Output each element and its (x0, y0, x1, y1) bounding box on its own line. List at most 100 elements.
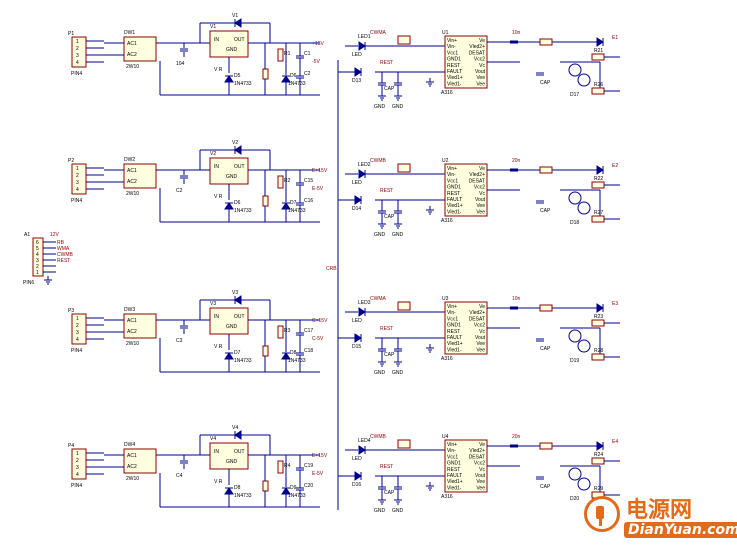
led-diode-ref: D13 (352, 78, 361, 84)
connector-pin: 3 (76, 465, 79, 471)
output-diode (596, 37, 604, 47)
connector-body (71, 36, 87, 68)
connector-pin: 4 (76, 337, 79, 343)
driver-pin-left: Vcc1 (447, 178, 458, 184)
connector-body (71, 163, 87, 195)
connector-ref: P4 (68, 443, 74, 449)
driver-chip (444, 301, 488, 355)
reg-pin: GND (226, 174, 238, 180)
bridge-body (123, 448, 157, 474)
cap-label: CAP (540, 346, 551, 352)
driver-pin-left: GND1 (447, 323, 461, 329)
output-cap-value: 20n (512, 158, 521, 164)
resistor (591, 87, 605, 95)
driver-chip (444, 439, 488, 493)
led-label: LED (352, 318, 362, 324)
regulator-ref: V1 (210, 24, 216, 30)
output-diode (596, 303, 604, 313)
output-negative-net: -5V (312, 59, 320, 65)
regulator-ref: V2 (210, 151, 216, 157)
input-resistor (397, 35, 411, 45)
driver-ref: U2 (442, 158, 449, 164)
output-cap-ref: C15 (304, 178, 313, 184)
driver-pin-left: Vled1- (447, 485, 462, 491)
aux-connector-net: REST (57, 258, 70, 264)
driver-ref: U4 (442, 434, 449, 440)
output-resistor (539, 166, 553, 174)
watermark: 电源网 DianYuan.com (584, 492, 737, 542)
reg-pin: IN (214, 314, 219, 320)
led-diode-ref: D15 (352, 344, 361, 350)
driver-pin-left: Vcc1 (447, 316, 458, 322)
connector-body (71, 313, 87, 345)
resistor (277, 325, 284, 339)
output-diode (596, 165, 604, 175)
transistor (577, 339, 591, 353)
resistor (262, 345, 269, 357)
aux-connector-pin: 4 (36, 252, 39, 258)
cap-label: CAP (540, 208, 551, 214)
bridge-ref: DW4 (124, 442, 135, 448)
input-cap-label: C4 (176, 473, 183, 479)
driver-pin-left: FAULT (447, 69, 462, 75)
connector-body (71, 448, 87, 480)
zener-diode (224, 75, 234, 83)
driver-pin-right: Vled2+ (469, 172, 485, 178)
connector-pin: 2 (76, 46, 79, 52)
regulator-body (209, 30, 249, 58)
driver-ref: U3 (442, 296, 449, 302)
connector-part: PIN4 (71, 348, 82, 354)
zener2-part: 1N4733 (288, 208, 306, 214)
driver-pin-right: Vee (476, 347, 485, 353)
transistor (568, 467, 582, 481)
driver-pin-left: Vled1- (447, 81, 462, 87)
bridge-pin: AC1 (127, 168, 137, 174)
led-ref: LED3 (358, 300, 371, 306)
driver-pin-left: Vin- (447, 44, 456, 50)
driver-pin-left: REST (447, 63, 460, 69)
driver-pin-left: GND1 (447, 57, 461, 63)
led-label: LED (352, 456, 362, 462)
bridge-ref: DW3 (124, 307, 135, 313)
output-cap-value: 20n (512, 434, 521, 440)
driver-pin-left: Vled1+ (447, 479, 463, 485)
zener2-ref: D8 (290, 350, 297, 356)
top-diode-ref: V4 (232, 425, 238, 431)
transistor (577, 201, 591, 215)
cap-label: CAP (540, 484, 551, 490)
output-cap-ref: C18 (304, 348, 313, 354)
connector-part: PIN4 (71, 71, 82, 77)
regulator-body (209, 442, 249, 470)
regulator-ref: V4 (210, 436, 216, 442)
input-resistor (397, 163, 411, 173)
bridge-ref: DW2 (124, 157, 135, 163)
driver-pin-right: Vee (476, 75, 485, 81)
bridge-pin: AC1 (127, 318, 137, 324)
output-positive-net: E+15V (312, 453, 328, 459)
connector-pin: 3 (76, 180, 79, 186)
top-diode-ref: V1 (232, 13, 238, 19)
resistor (277, 48, 284, 62)
driver-pin-left: REST (447, 467, 460, 473)
driver-pin-right: Vc (479, 63, 485, 69)
reg-pin: OUT (234, 164, 245, 170)
bridge-pin: AC1 (127, 41, 137, 47)
resistor (277, 460, 284, 474)
bridge-pin: AC1 (127, 453, 137, 459)
reg-pin: IN (214, 164, 219, 170)
transistor (568, 191, 582, 205)
driver-pin-left: REST (447, 191, 460, 197)
driver-ref: U1 (442, 30, 449, 36)
driver-pin-right: Vout (475, 69, 486, 75)
driver-pin-right: DESAT (469, 178, 485, 184)
connector-pin: 4 (76, 60, 79, 66)
led-diode (354, 333, 362, 343)
driver-pin-right: DESAT (469, 316, 485, 322)
aux-connector-ref: A1 (24, 232, 30, 238)
zener2-ref: D9 (290, 485, 297, 491)
bridge-body (123, 36, 157, 62)
led-ref: LED4 (358, 438, 371, 444)
resistor (262, 480, 269, 492)
